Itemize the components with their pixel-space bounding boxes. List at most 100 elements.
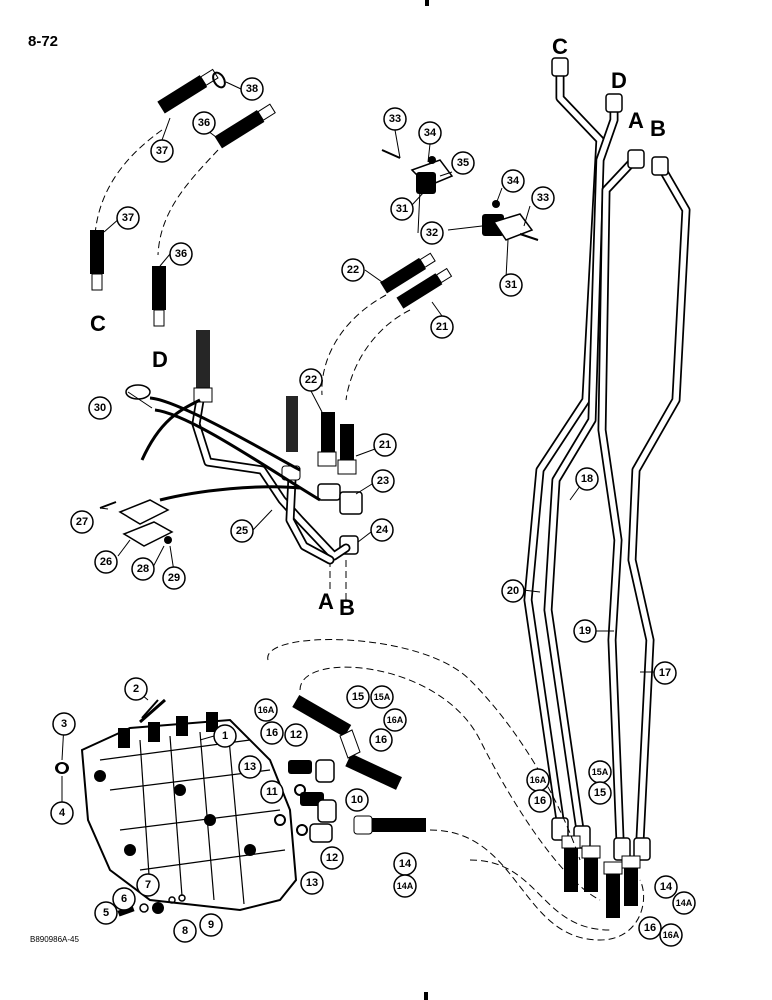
svg-text:33: 33 [389,113,401,125]
svg-text:31: 31 [396,203,408,215]
top-mark [425,0,429,6]
callout-2: 2 [124,677,148,701]
svg-text:8: 8 [182,925,188,937]
callout-22-top: 22 [341,258,365,282]
svg-text:16: 16 [375,734,387,746]
callout-14a-right: 14A [672,891,696,915]
callout-21-lower: 21 [373,433,397,457]
svg-text:1: 1 [222,730,228,742]
route-letter-d-left: D [152,347,168,372]
callout-20: 20 [501,579,525,603]
callout-17: 17 [653,661,677,685]
svg-text:6: 6 [121,893,127,905]
hose-ends-middle [317,252,453,555]
routing-dashes [93,129,645,941]
callout-38: 38 [240,77,264,101]
callout-16-right: 16 [528,789,552,813]
svg-text:20: 20 [507,585,519,597]
callout-31-left: 31 [390,197,414,221]
callout-33-left: 33 [383,107,407,131]
callout-34-right: 34 [501,169,525,193]
callout-19: 19 [573,619,597,643]
hardware-small [58,699,186,917]
svg-text:22: 22 [347,264,359,276]
callout-5: 5 [94,901,118,925]
callout-21-top: 21 [430,315,454,339]
route-letter-b-left: B [339,595,355,620]
callout-15: 15 [346,685,370,709]
clamp-assembly-upper [381,149,539,241]
svg-text:21: 21 [436,321,448,333]
callout-8: 8 [173,919,197,943]
callout-18: 18 [575,467,599,491]
callout-30: 30 [88,396,112,420]
svg-text:13: 13 [306,877,318,889]
svg-text:37: 37 [156,145,168,157]
svg-text:14: 14 [399,858,412,870]
svg-text:27: 27 [76,516,88,528]
callout-15a: 15A [370,685,394,709]
callout-37-top: 37 [150,139,174,163]
svg-text:30: 30 [94,402,106,414]
callout-27: 27 [70,510,94,534]
callouts: 38 37 36 37 36 33 34 35 34 33 31 32 31 2… [50,77,696,947]
route-letters: C D A B C D A B [90,34,666,620]
callout-1: 1 [213,724,237,748]
svg-text:16: 16 [644,922,656,934]
callout-9: 9 [199,913,223,937]
svg-text:16A: 16A [387,715,404,725]
svg-text:14A: 14A [397,881,414,891]
svg-text:33: 33 [537,192,549,204]
callout-36-lower: 36 [169,242,193,266]
clamp-assembly-left [99,499,174,547]
svg-text:25: 25 [236,525,248,537]
svg-text:19: 19 [579,625,591,637]
callout-37-lower: 37 [116,206,140,230]
svg-text:7: 7 [145,879,151,891]
callout-32: 32 [420,221,444,245]
callout-16-bottom: 16 [638,916,662,940]
middle-tube [125,330,351,565]
svg-text:12: 12 [290,729,302,741]
svg-text:2: 2 [133,683,139,695]
svg-text:34: 34 [507,175,520,187]
callout-16a-left: 16A [254,698,278,722]
callout-14-right: 14 [654,875,678,899]
callout-26: 26 [94,550,118,574]
svg-text:3: 3 [61,718,67,730]
callout-6: 6 [112,887,136,911]
tube-lines [523,57,691,861]
svg-text:28: 28 [137,563,149,575]
callout-15-right: 15 [588,781,612,805]
callout-13-lower: 13 [300,871,324,895]
svg-text:36: 36 [198,117,210,129]
callout-16-left: 16 [260,721,284,745]
svg-text:16A: 16A [258,705,275,715]
route-letter-a-left: A [318,589,334,614]
callout-12-top: 12 [284,723,308,747]
control-valve [55,698,298,912]
callout-29: 29 [162,566,186,590]
svg-text:26: 26 [100,556,112,568]
callout-16a-mid: 16A [383,708,407,732]
svg-text:29: 29 [168,572,180,584]
svg-text:22: 22 [305,374,317,386]
callout-14a: 14A [393,874,417,898]
callout-13-top: 13 [238,755,262,779]
callout-16a-right: 16A [526,768,550,792]
svg-text:37: 37 [122,212,134,224]
callout-28: 28 [131,557,155,581]
svg-text:24: 24 [376,524,389,536]
svg-text:31: 31 [505,279,517,291]
svg-text:18: 18 [581,473,593,485]
svg-text:36: 36 [175,248,187,260]
svg-text:14A: 14A [676,898,693,908]
route-letter-c-left: C [90,311,106,336]
callout-24: 24 [370,518,394,542]
svg-text:9: 9 [208,919,214,931]
svg-text:10: 10 [351,794,363,806]
svg-text:11: 11 [266,786,278,798]
hose-ends-upper-left [90,68,276,327]
svg-text:16A: 16A [530,775,547,785]
